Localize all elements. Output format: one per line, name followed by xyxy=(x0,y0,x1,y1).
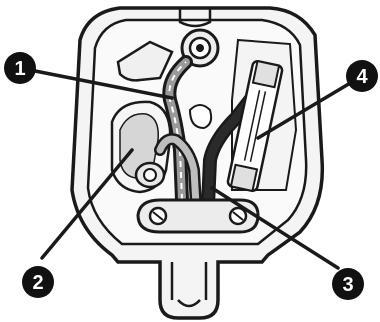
neutral-terminal xyxy=(136,163,164,187)
callout-4-number: 4 xyxy=(356,66,368,88)
callout-4: 4 xyxy=(346,60,378,92)
neutral-terminal-screw xyxy=(144,169,156,181)
earth-terminal-center xyxy=(196,44,204,52)
callout-1-number: 1 xyxy=(14,58,25,80)
callout-2-number: 2 xyxy=(32,272,43,294)
callout-3-number: 3 xyxy=(342,274,353,296)
center-post xyxy=(190,105,211,128)
callout-3: 3 xyxy=(332,268,364,300)
callout-2: 2 xyxy=(22,266,54,298)
fuse-cap-bottom xyxy=(231,165,257,191)
fuse-cap-top xyxy=(253,61,279,87)
callout-1: 1 xyxy=(4,52,36,84)
